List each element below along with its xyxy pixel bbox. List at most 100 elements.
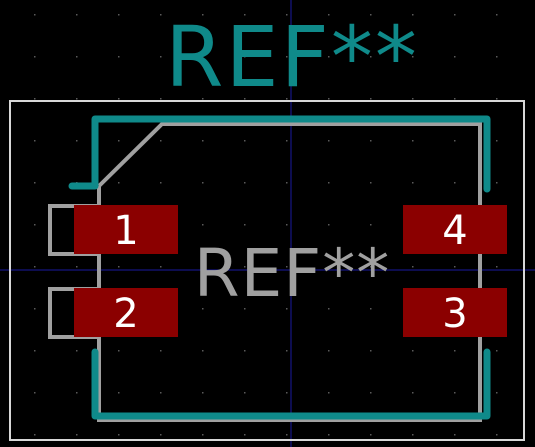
grid-dot <box>454 140 456 142</box>
pad-3[interactable]: 3 <box>403 288 507 337</box>
grid-dot <box>202 182 204 184</box>
grid-dot <box>412 182 414 184</box>
grid-dot <box>34 434 36 436</box>
grid-dot <box>370 224 372 226</box>
grid-dot <box>286 98 288 100</box>
grid-dot <box>454 350 456 352</box>
grid-dot <box>454 98 456 100</box>
grid-dot <box>160 434 162 436</box>
grid-dot <box>328 308 330 310</box>
grid-dot <box>202 434 204 436</box>
grid-dot <box>76 350 78 352</box>
pad-2-copper[interactable] <box>74 288 178 337</box>
grid-dot <box>286 392 288 394</box>
grid-dot <box>160 392 162 394</box>
grid-dot <box>34 266 36 268</box>
grid-dot <box>454 14 456 16</box>
grid-dot <box>244 14 246 16</box>
grid-dot <box>328 182 330 184</box>
grid-dot <box>160 56 162 58</box>
pad-2[interactable]: 2 <box>74 288 178 337</box>
grid-dot <box>202 392 204 394</box>
grid-dot <box>202 98 204 100</box>
grid-dot <box>454 266 456 268</box>
fab-body-outline[interactable] <box>97 122 482 422</box>
grid-dot <box>34 182 36 184</box>
grid-dot <box>76 98 78 100</box>
grid-dot <box>286 308 288 310</box>
grid-dot <box>76 392 78 394</box>
silkscreen-bottom-outline[interactable] <box>91 348 491 420</box>
grid-dot <box>244 350 246 352</box>
pad-1[interactable]: 1 <box>74 205 178 254</box>
grid-dot <box>118 392 120 394</box>
grid-dot <box>328 56 330 58</box>
grid-dot <box>370 266 372 268</box>
grid-dot <box>496 140 498 142</box>
courtyard-outline[interactable] <box>9 100 525 441</box>
grid-dot <box>370 308 372 310</box>
grid-dot <box>244 98 246 100</box>
grid-dot <box>328 224 330 226</box>
grid-dot <box>34 98 36 100</box>
grid-dot <box>202 266 204 268</box>
grid-dot <box>412 434 414 436</box>
grid-dot <box>118 56 120 58</box>
grid-dot <box>76 56 78 58</box>
grid-dots <box>34 14 498 436</box>
grid-dot <box>286 434 288 436</box>
grid-dot <box>496 266 498 268</box>
silkscreen-top-outline[interactable] <box>68 115 491 193</box>
pad-4-copper[interactable] <box>403 205 507 254</box>
pad-4-number: 4 <box>442 208 467 254</box>
pad-3-number: 3 <box>442 291 467 337</box>
grid-dot <box>328 266 330 268</box>
pad-1-copper[interactable] <box>74 205 178 254</box>
grid-dot <box>328 434 330 436</box>
grid-dot <box>370 392 372 394</box>
grid-dot <box>202 140 204 142</box>
grid-dot <box>160 350 162 352</box>
grid-dot <box>286 182 288 184</box>
grid-dot <box>160 182 162 184</box>
grid-dot <box>160 140 162 142</box>
grid-dot <box>244 182 246 184</box>
reference-designator-fab[interactable]: REF** <box>194 235 391 312</box>
grid-dot <box>202 56 204 58</box>
grid-dot <box>496 350 498 352</box>
grid-dot <box>412 266 414 268</box>
grid-dot <box>118 14 120 16</box>
grid-dot <box>496 56 498 58</box>
grid-dot <box>202 308 204 310</box>
reference-designator-silkscreen[interactable]: REF** <box>165 8 419 106</box>
grid-dot <box>118 434 120 436</box>
grid-dot <box>286 140 288 142</box>
grid-dot <box>454 182 456 184</box>
grid-dot <box>202 350 204 352</box>
grid-dot <box>34 392 36 394</box>
pad-2-number: 2 <box>113 291 138 337</box>
grid-dot <box>76 140 78 142</box>
grid-dot <box>34 224 36 226</box>
grid-dot <box>496 182 498 184</box>
grid-dot <box>328 350 330 352</box>
pad-3-copper[interactable] <box>403 288 507 337</box>
grid-dot <box>244 224 246 226</box>
grid-dot <box>286 224 288 226</box>
grid-dot <box>160 14 162 16</box>
pad-4[interactable]: 4 <box>403 205 507 254</box>
grid-dot <box>118 140 120 142</box>
grid-dot <box>370 182 372 184</box>
grid-dot <box>412 140 414 142</box>
grid-dot <box>202 14 204 16</box>
grid-dot <box>118 266 120 268</box>
grid-dot <box>76 14 78 16</box>
grid-dot <box>160 98 162 100</box>
grid-dot <box>76 434 78 436</box>
grid-dot <box>496 14 498 16</box>
grid-dot <box>370 56 372 58</box>
grid-dot <box>328 14 330 16</box>
grid-dot <box>160 266 162 268</box>
